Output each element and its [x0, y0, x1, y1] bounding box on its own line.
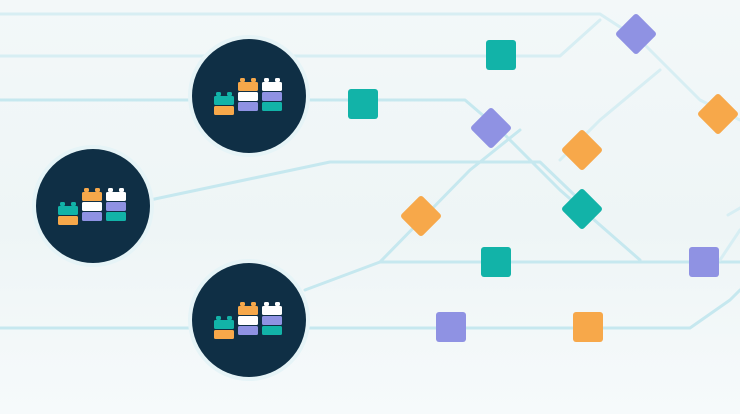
teal-diamond-token	[562, 189, 602, 229]
purple-square-token	[689, 247, 719, 277]
connection-line	[718, 228, 740, 262]
teal-square-token	[481, 247, 511, 277]
purple-diamond-token	[616, 14, 656, 54]
orange-diamond-token	[562, 130, 602, 170]
connection-line	[726, 206, 740, 217]
orange-diamond-token	[401, 196, 441, 236]
purple-diamond-token	[471, 108, 511, 148]
teal-square-token	[486, 40, 516, 70]
teal-square-token	[348, 89, 378, 119]
hub-node-top	[188, 35, 310, 157]
orange-square-token	[573, 312, 603, 342]
building-blocks-icon	[58, 188, 126, 225]
building-blocks-icon	[214, 78, 282, 115]
connection-line	[148, 160, 592, 212]
purple-square-token	[436, 312, 466, 342]
connection-line	[0, 288, 740, 330]
building-blocks-icon	[214, 302, 282, 339]
hub-node-left	[32, 145, 154, 267]
hub-node-bottom	[188, 259, 310, 381]
connection-line	[0, 18, 602, 58]
connection-line	[378, 128, 522, 264]
orange-diamond-token	[698, 94, 738, 134]
